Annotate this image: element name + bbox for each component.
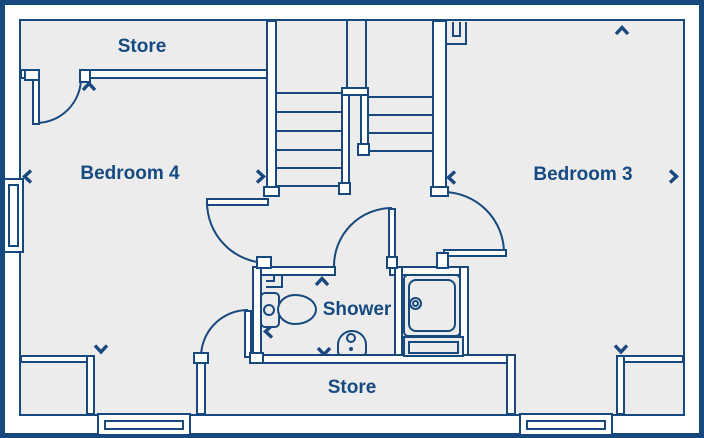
door-leaf-store-bottom xyxy=(244,310,252,358)
room-label-store-bottom: Store xyxy=(327,377,377,398)
jamb-shower-sw xyxy=(249,352,264,364)
door-arc-shower xyxy=(333,207,393,267)
door-arc-store-top xyxy=(35,77,82,124)
chevron-down-icon xyxy=(613,344,629,355)
room-label-bedroom4: Bedroom 4 xyxy=(80,163,180,184)
stair-treads-right xyxy=(369,96,432,152)
basin-dot-icon xyxy=(349,347,353,351)
toilet-flush-icon xyxy=(263,304,275,316)
wall-stairwell-east xyxy=(432,20,447,197)
basin-drain-icon xyxy=(346,333,356,343)
door-leaf-bedroom4 xyxy=(206,198,269,206)
shower-step-inner xyxy=(408,341,459,354)
stair-treads-left xyxy=(277,92,341,187)
wall-cubicle-west xyxy=(394,266,403,358)
pipe-boxing-shower xyxy=(266,274,283,288)
door-arc-store-bottom xyxy=(200,309,249,358)
wall-nook-right-top xyxy=(616,355,684,363)
wall-store-top-right xyxy=(79,69,273,79)
stair-landing-lines xyxy=(346,21,367,88)
wall-store-bottom-north xyxy=(252,354,515,364)
jamb-stair-east xyxy=(430,186,449,197)
chevron-up-icon xyxy=(314,275,330,287)
stair-rail-left xyxy=(341,87,350,189)
door-arc-bedroom3 xyxy=(442,191,505,254)
basin-icon xyxy=(337,330,367,356)
jamb-bedroom3-door xyxy=(436,252,449,269)
jamb-store-top-right xyxy=(79,69,91,83)
stair-newel-right xyxy=(357,143,370,156)
chevron-up-icon xyxy=(81,80,97,92)
chevron-down-icon xyxy=(93,344,109,355)
room-label-bedroom3: Bedroom 3 xyxy=(533,164,633,185)
room-label-store-top: Store xyxy=(117,36,167,57)
jamb-store-bottom-west xyxy=(193,352,209,364)
stair-newel-left xyxy=(338,182,351,195)
wall-nook-right-side xyxy=(616,355,625,415)
jamb-shower-nw xyxy=(256,256,272,269)
wall-store-bottom-east xyxy=(506,354,516,415)
wall-stairwell-west xyxy=(266,20,277,197)
stair-rail-top xyxy=(341,87,369,96)
door-leaf-bedroom3 xyxy=(443,249,507,257)
wall-nook-left-top xyxy=(20,355,95,363)
door-leaf-store-top xyxy=(32,77,40,125)
window-bottom-right-glazing xyxy=(526,420,606,430)
jamb-stair-west xyxy=(263,186,280,197)
chevron-left-icon xyxy=(445,170,457,185)
window-left-wall-glazing xyxy=(8,184,19,247)
stair-rail-right xyxy=(360,87,369,151)
shower-drain-inner xyxy=(412,300,419,307)
chevron-left-icon xyxy=(21,169,33,184)
chevron-right-icon xyxy=(668,169,680,184)
wall-nook-left-side xyxy=(86,355,95,415)
window-bottom-left-glazing xyxy=(104,420,184,430)
toilet-bowl-icon xyxy=(277,294,317,325)
door-arc-bedroom4 xyxy=(206,201,269,264)
pipe-boxing-stairwell-inner xyxy=(452,22,461,37)
room-label-shower: Shower xyxy=(322,299,392,320)
jamb-shower-hinge xyxy=(386,256,398,269)
chevron-up-icon xyxy=(614,24,630,36)
chevron-right-icon xyxy=(255,169,267,184)
pipe-boxing-shower-inner xyxy=(266,274,275,282)
jamb-store-top-left xyxy=(24,69,40,81)
